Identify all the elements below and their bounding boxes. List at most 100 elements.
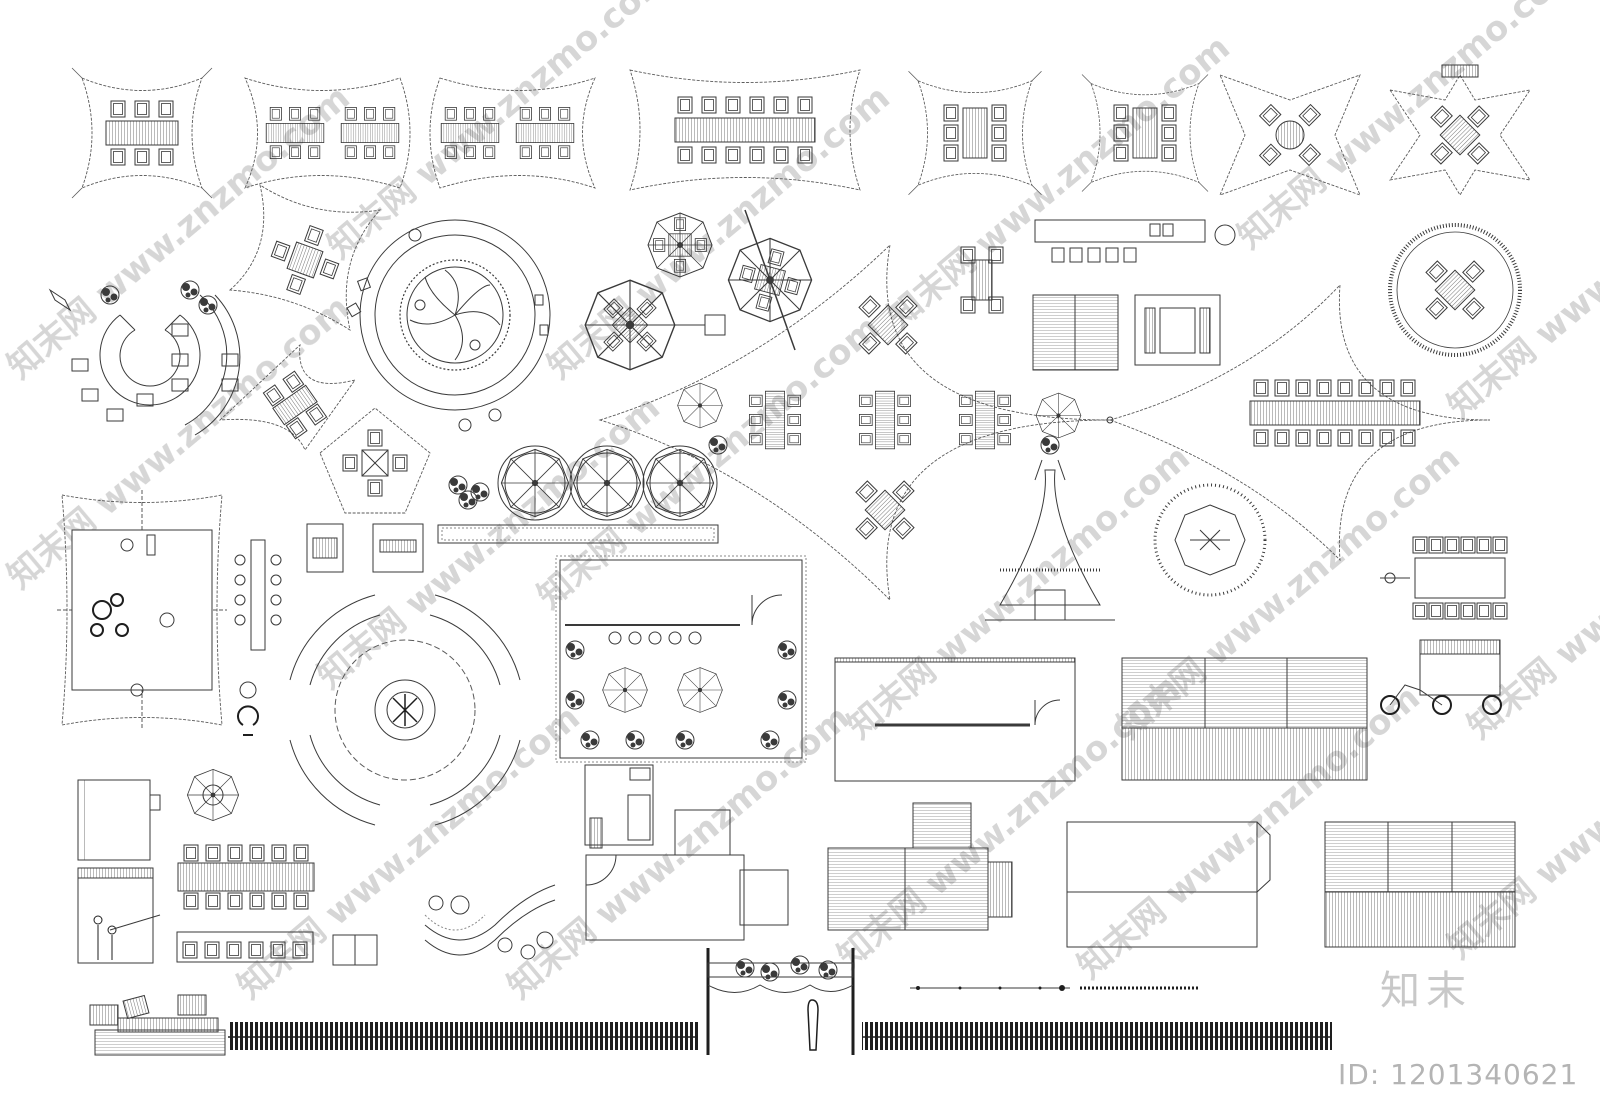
chair-icon: [1358, 429, 1374, 447]
curved-bench-ring: [289, 594, 521, 826]
fence-row-right: [862, 1022, 1332, 1052]
tensile-canopy-double-table: [244, 77, 596, 189]
chair-icon: [1428, 536, 1444, 554]
container-kiosk-1: [834, 657, 1076, 782]
chair-icon: [1444, 536, 1460, 554]
tensile-canopy-small-table: [218, 343, 357, 451]
container-kiosk-4: [1066, 821, 1271, 948]
long-banquet-table: [1249, 379, 1421, 447]
stage-canopy: [57, 490, 227, 730]
kitchen-plan: [584, 764, 789, 941]
brand-logo: 知末: [1380, 968, 1472, 1014]
planter-parasol-row: [437, 445, 719, 544]
tensile-canopy-long-table: [629, 69, 861, 191]
chair-icon: [1295, 379, 1311, 397]
tensile-canopy-octagon-table: [1219, 74, 1361, 196]
chair-icon: [205, 892, 221, 910]
chair-icon: [1460, 602, 1476, 620]
bicycle-cart: [1380, 639, 1502, 715]
long-table-chairs: [177, 844, 315, 910]
watermark-text: 知末网 www.znzmo.com: [880, 28, 1238, 337]
tensile-canopy-table-6: [71, 67, 213, 199]
large-tensile-canopy: [598, 243, 1491, 602]
chair-icon: [293, 844, 309, 862]
chair-icon: [1337, 379, 1353, 397]
chair-icon: [182, 941, 198, 959]
bar-counter-with-stools: [1034, 219, 1236, 263]
stepping-stones: [428, 895, 554, 960]
chair-icon: [249, 844, 265, 862]
chair-icon: [1492, 602, 1508, 620]
chair-icon: [1274, 379, 1290, 397]
park-bench: [372, 523, 424, 573]
tensile-canopy-square-table-1: [908, 70, 1042, 196]
food-truck-table: [1380, 536, 1508, 620]
market-stall-1: [77, 779, 161, 861]
parasol-table-set-1: [647, 212, 713, 278]
round-fountain-pool: [346, 219, 551, 432]
chair-icon: [1379, 429, 1395, 447]
chair-icon: [1316, 379, 1332, 397]
chair-icon: [1400, 429, 1416, 447]
parasol-table-small: [186, 769, 240, 821]
chair-icon: [1412, 602, 1428, 620]
canopy-hexagon-table: [319, 407, 431, 514]
chair-icon: [293, 892, 309, 910]
wave-bench: [424, 884, 556, 956]
chair-icon: [1476, 602, 1492, 620]
watermark-text: 知末网 www.znzmo.com: [1440, 118, 1600, 427]
chair-icon: [204, 941, 220, 959]
string-lights-1: [910, 985, 1070, 991]
long-bench-table: [234, 539, 282, 651]
small-bench: [332, 934, 378, 966]
cafe-plan: [555, 555, 807, 763]
chair-icon: [1295, 429, 1311, 447]
picnic-table-small: [960, 246, 1004, 314]
chair-icon: [1460, 536, 1476, 554]
tensile-canopy-square-table-2: [1081, 74, 1209, 192]
chair-icon: [205, 844, 221, 862]
swing-seat: [306, 523, 344, 573]
chair-icon: [248, 941, 264, 959]
tensile-canopy-table-set: [228, 184, 382, 331]
fence-row-left: [228, 1022, 698, 1052]
flower-gate-arch: [706, 948, 855, 1055]
chair-icon: [271, 892, 287, 910]
image-id-label: ID: 1201340621: [1338, 1058, 1579, 1091]
market-stall-2: [77, 867, 161, 964]
chair-icon: [1444, 602, 1460, 620]
chair-icon: [1412, 536, 1428, 554]
tensile-canopy-diamond-table: [1389, 64, 1531, 196]
chair-icon: [1358, 379, 1374, 397]
chair-icon: [183, 892, 199, 910]
chair-icon: [249, 892, 265, 910]
chair-icon: [1253, 379, 1269, 397]
circular-sofa-seating: [48, 280, 241, 436]
wooden-deck-small: [1032, 294, 1119, 371]
container-kiosk-5: [1324, 821, 1516, 948]
chair-icon: [227, 844, 243, 862]
chair-icon: [1492, 536, 1508, 554]
picnic-table: [1134, 294, 1221, 366]
parasol-table-set-3: [584, 279, 726, 371]
chair-icon: [1428, 602, 1444, 620]
chair-icon: [1476, 536, 1492, 554]
watermark-text: 知末网 www.znzmo.com: [1460, 438, 1600, 747]
chair-icon: [1400, 379, 1416, 397]
chair-icon: [183, 844, 199, 862]
chair-icon: [1274, 429, 1290, 447]
container-kiosk-2: [1121, 657, 1368, 781]
chair-icon: [271, 844, 287, 862]
chair-icon: [227, 892, 243, 910]
parasol-table-set-2: [727, 209, 813, 351]
chair-icon: [1316, 429, 1332, 447]
chair-icon: [1253, 429, 1269, 447]
tipi-tent: [985, 459, 1115, 621]
bbq-grill: [237, 681, 259, 736]
container-kiosk-3: [827, 802, 1013, 931]
thatched-umbrella: [1153, 483, 1267, 597]
grass-ring-table: [1388, 223, 1522, 357]
chair-icon: [226, 941, 242, 959]
market-crates: [89, 994, 226, 1056]
